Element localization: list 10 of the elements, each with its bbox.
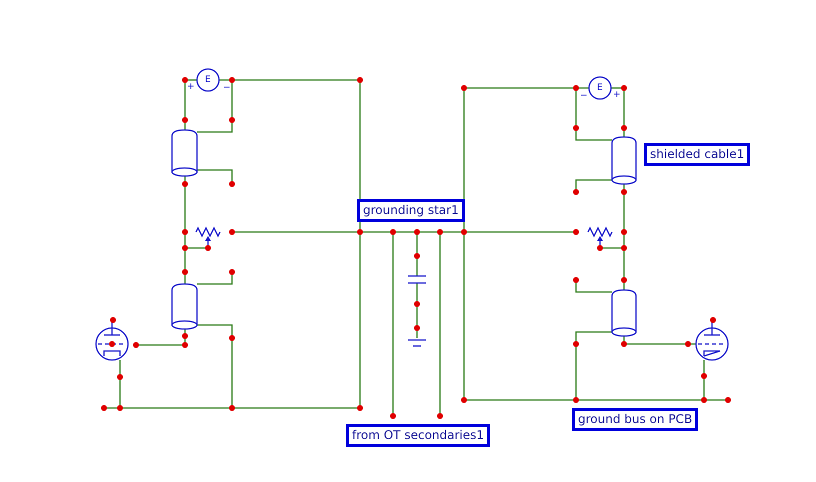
text-label: from OT secondaries1 (346, 424, 490, 447)
polarity-sign: + (187, 83, 195, 92)
polarity-sign: − (580, 92, 588, 101)
text-label: grounding star1 (357, 199, 465, 222)
text-label: ground bus on PCB (572, 408, 698, 431)
source-letter: E (597, 84, 603, 93)
text-label: shielded cable1 (644, 143, 750, 166)
source-letter: E (205, 76, 211, 85)
polarity-sign: + (613, 91, 621, 100)
polarity-sign: − (223, 84, 231, 93)
